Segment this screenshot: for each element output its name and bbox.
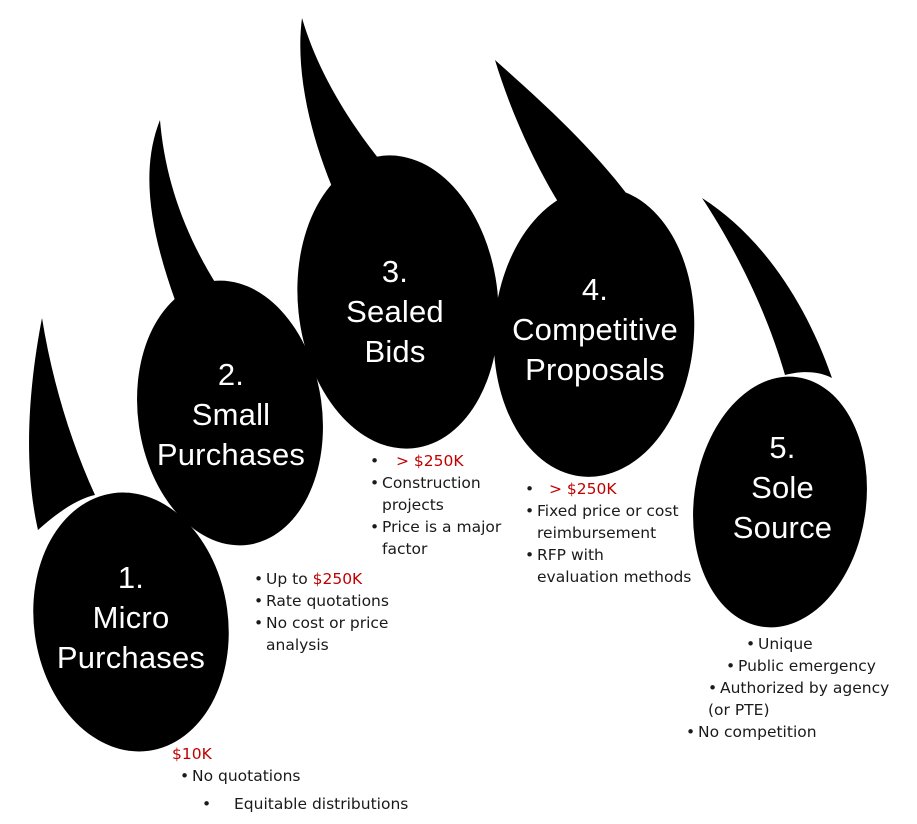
step-2-title-line2: Purchases — [156, 437, 306, 472]
step-3-note-1: •Construction — [370, 474, 481, 492]
step-4-notes: • > $250K •Fixed price or cost reimbursem… — [525, 478, 691, 588]
claw-3 — [300, 18, 405, 205]
step-3-title-line2: Bids — [364, 334, 426, 369]
pad-2 — [137, 280, 323, 546]
step-2-threshold: $250K — [312, 570, 363, 588]
step-5-note-4: •No competition — [686, 723, 817, 741]
step-1-notes: $10K •No quotations •Equitable distribut… — [172, 743, 408, 815]
step-4-number: 4. — [581, 272, 609, 307]
step-1-title-line1: Micro — [92, 600, 170, 635]
step-4-note-threshold: • > $250K — [525, 478, 691, 500]
claw-5 — [702, 198, 832, 378]
step-3-note-1-cont: projects — [382, 496, 444, 514]
bullet-icon: • — [686, 723, 696, 741]
bullet-icon: • — [180, 767, 190, 785]
pad-5 — [693, 376, 867, 628]
bullet-icon: • — [708, 679, 718, 697]
step-2-note-2: •No cost or price — [254, 614, 389, 632]
claw-2 — [149, 120, 218, 300]
step-1-threshold: $10K — [172, 745, 212, 763]
step-5-title-line2: Source — [732, 510, 833, 545]
step-4-note-1-cont: reimbursement — [537, 524, 657, 542]
step-3-threshold: > $250K — [396, 452, 464, 470]
step-3-note-2-cont: factor — [382, 540, 428, 558]
step-3-number: 3. — [381, 254, 409, 289]
step-4-note-2: •RFP with — [525, 546, 604, 564]
bullet-icon: • — [525, 480, 535, 498]
bullet-icon: • — [370, 452, 380, 470]
step-5-note-3-cont: (or PTE) — [708, 701, 770, 719]
step-2-notes: •Up to $250K •Rate quotations •No cost o… — [254, 568, 389, 656]
step-2-note-2-cont: analysis — [266, 636, 329, 654]
bullet-icon: • — [254, 614, 264, 632]
bullet-icon: • — [254, 570, 264, 588]
step-5-title: 5. Sole Source — [705, 428, 860, 548]
step-1-title: 1. Micro Purchases — [46, 558, 216, 678]
step-2-note-1: •Rate quotations — [254, 592, 389, 610]
step-3-notes: • > $250K •Construction projects •Price i… — [370, 450, 501, 560]
bullet-icon: • — [726, 657, 736, 675]
bullet-icon: • — [254, 592, 264, 610]
step-1-note-1: •No quotations — [180, 767, 301, 785]
step-3-title-line1: Sealed — [346, 294, 444, 329]
step-5-note-3: •Authorized by agency — [708, 679, 890, 697]
bullet-icon: • — [525, 546, 535, 564]
step-5-number: 5. — [769, 430, 796, 465]
step-5-notes: •Unique •Public emergency •Authorized by… — [686, 633, 889, 743]
step-4-title: 4. Competitive Proposals — [500, 270, 690, 390]
step-1-number: 1. — [117, 560, 145, 595]
step-2-title-line1: Small — [191, 397, 271, 432]
bullet-icon: • — [370, 518, 380, 536]
bullet-icon: • — [746, 635, 756, 653]
claw-1 — [29, 318, 95, 530]
step-3-note-2: •Price is a major — [370, 518, 502, 536]
step-4-threshold: > $250K — [549, 480, 617, 498]
bullet-icon: • — [525, 502, 535, 520]
bullet-icon: • — [202, 795, 212, 813]
step-5-note-2: •Public emergency — [726, 657, 876, 675]
step-4-title-line2: Proposals — [525, 352, 665, 387]
pad-4 — [493, 187, 695, 477]
step-2-title: 2. Small Purchases — [146, 355, 316, 475]
step-5-note-1: •Unique — [746, 635, 813, 653]
step-3-note-threshold: • > $250K — [370, 450, 501, 472]
claw-4 — [495, 60, 630, 205]
step-1-note-2: •Equitable distributions — [202, 795, 409, 813]
bullet-icon: • — [370, 474, 380, 492]
step-2-number: 2. — [217, 357, 245, 392]
pad-3 — [297, 155, 499, 449]
step-5-title-line1: Sole — [751, 470, 814, 505]
step-1-title-line2: Purchases — [56, 640, 206, 675]
step-4-title-line1: Competitive — [512, 312, 678, 347]
step-4-note-2-cont: evaluation methods — [537, 568, 692, 586]
pad-1 — [33, 492, 229, 752]
step-2-note-threshold: •Up to $250K — [254, 570, 363, 588]
step-3-title: 3. Sealed Bids — [310, 252, 480, 372]
step-4-note-1: •Fixed price or cost — [525, 502, 679, 520]
